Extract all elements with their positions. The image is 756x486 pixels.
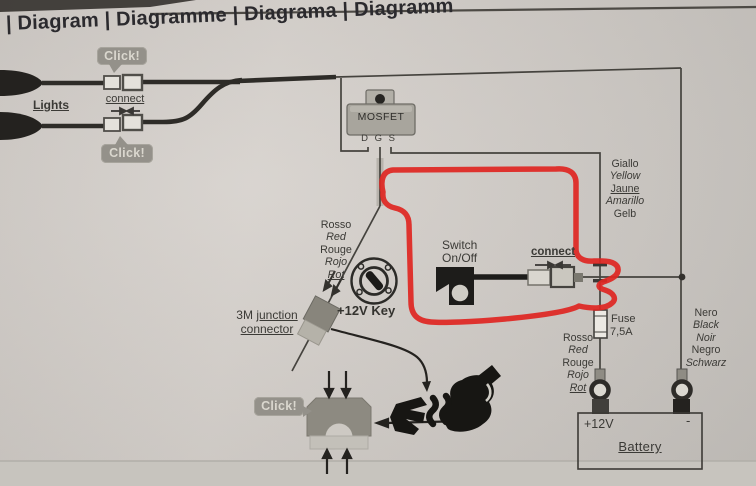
switch-connector-icon xyxy=(527,265,583,289)
page-top-edge xyxy=(0,0,756,16)
wire-junction-dot xyxy=(678,273,686,281)
lights-icon xyxy=(0,70,43,140)
switch-label-line2: On/Off xyxy=(442,251,478,265)
wire-label-line: Amarillo xyxy=(605,195,645,208)
click-badge-label: Click! xyxy=(261,399,297,413)
wire-label-line: Rosso xyxy=(562,332,594,344)
connect-arrows-icon xyxy=(111,106,140,116)
battery-positive-label: +12V xyxy=(584,417,614,431)
wire-label-line: Yellow xyxy=(609,170,641,183)
mosfet-icon xyxy=(346,89,416,136)
wire-label-line: Rojo xyxy=(567,369,589,382)
click-badge-label: Click! xyxy=(104,49,140,63)
junction-line2: connector xyxy=(240,321,294,336)
fuse-label-line1: Fuse xyxy=(611,313,636,325)
light-wires xyxy=(42,74,337,129)
battery-icon xyxy=(577,399,703,470)
junction-connector-label: 3M junction connector xyxy=(230,308,304,336)
lights-label: Lights xyxy=(33,98,69,112)
junction-connector-icon xyxy=(296,295,341,346)
wire-label-line: Black xyxy=(693,319,719,332)
wire-label-line: Jaune xyxy=(610,182,640,195)
badge-tail xyxy=(303,406,312,417)
wire-label-line: Schwarz xyxy=(685,356,727,369)
wire-label-line: Noir xyxy=(696,331,716,344)
pliers-hand-icon xyxy=(390,365,501,435)
click-badge-label: Click! xyxy=(109,146,145,160)
wire-direction-arrows-icon xyxy=(322,270,344,297)
badge-tail xyxy=(109,64,122,73)
connect-label: connect xyxy=(105,93,145,105)
connect-label: connect xyxy=(530,246,576,258)
click-badge: Click! xyxy=(97,47,147,73)
switch-label-line1: Switch xyxy=(442,238,478,252)
fuse-label-line2: 7,5A xyxy=(610,326,633,338)
wire-label-line: Giallo xyxy=(611,158,639,170)
wire-label-line: Nero xyxy=(694,307,718,319)
wire-label-line: Rouge xyxy=(562,356,594,369)
battery-negative-label: - xyxy=(686,413,691,428)
junction-word: junction xyxy=(256,308,298,322)
ring-terminal-icon xyxy=(589,368,693,401)
wire-label-line: Rot xyxy=(569,381,587,394)
table-edge xyxy=(0,460,756,486)
switch-icon xyxy=(436,267,474,305)
mosfet-label: MOSFET xyxy=(357,111,405,123)
wire-label-line: Rot xyxy=(327,268,345,281)
junction-prefix: 3M xyxy=(236,308,253,322)
wire-label-line: Gelb xyxy=(613,207,637,220)
ignition-key-label: +12V Key xyxy=(337,303,396,318)
hand-drawn-annotation xyxy=(379,166,621,326)
mosfet-pins-label: D G S xyxy=(361,133,397,144)
snap-connector-icon xyxy=(306,397,372,451)
ignition-key-icon xyxy=(350,257,398,305)
wire-label-line: Rojo xyxy=(324,256,348,269)
click-badge: Click! xyxy=(101,136,153,163)
click-badge: Click! xyxy=(254,397,312,417)
wire-label-line: Rosso xyxy=(320,219,352,231)
battery-label: Battery xyxy=(618,439,662,454)
wire-label-line: Rouge xyxy=(320,243,352,256)
wire-label-line: Red xyxy=(326,231,346,244)
curved-arrow-icon xyxy=(330,327,431,392)
light-connectors-icon xyxy=(103,73,144,132)
badge-tail xyxy=(115,136,128,145)
connect-arrows-icon xyxy=(535,260,571,270)
wire-label-line: Negro xyxy=(691,344,721,357)
wire-label-line: Red xyxy=(568,344,588,357)
